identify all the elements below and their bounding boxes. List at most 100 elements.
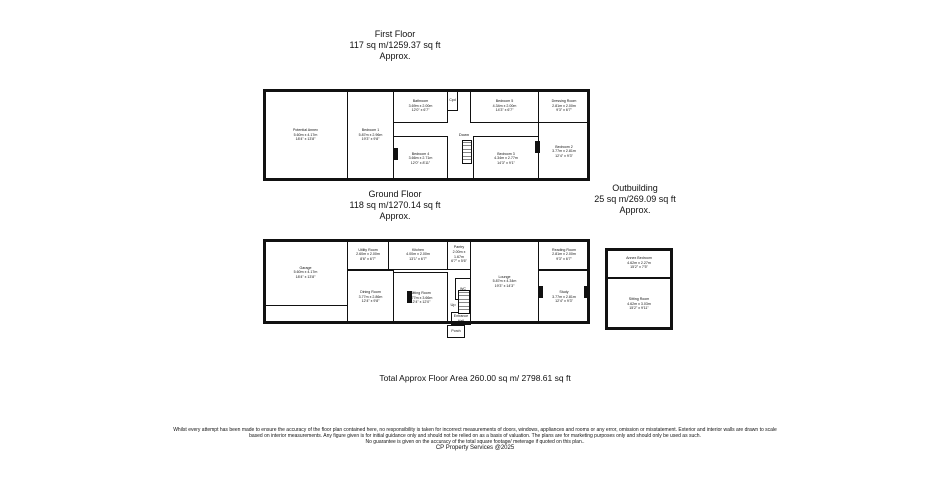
room-metric: 3.77m x 2.86m: [358, 294, 383, 299]
room-imperial: 6'7" x 5'6": [451, 259, 467, 264]
room-imperial: 12'0" x 8'11": [410, 160, 431, 165]
room-metric: 4.62m x 3.03m: [627, 301, 651, 306]
room-metric: 4.62m x 2.27m: [627, 260, 651, 265]
total-area: Total Approx Floor Area 260.00 sq m/ 279…: [379, 373, 571, 383]
room-metric: 4.34m x 2.00m: [492, 103, 517, 108]
room-name: Utility Room: [358, 247, 378, 252]
chimney-breast: [538, 286, 543, 298]
room-name: Entrance Hall: [453, 313, 469, 323]
disclaimer-line-2: based on interior measurements. Any figu…: [249, 433, 701, 439]
room-imperial: 12'4" x 9'3": [555, 299, 573, 304]
outbuilding-title: Outbuilding: [612, 183, 658, 193]
room-imperial: 14'3" x 9'1": [497, 160, 515, 165]
first-floor-approx: Approx.: [379, 51, 411, 61]
chimney-breast: [535, 141, 540, 153]
room-name: WC: [460, 286, 466, 291]
room-name: Study: [559, 290, 569, 295]
room-metric: 5.87m x 2.96m: [358, 132, 383, 137]
room-name: Garage: [299, 265, 312, 270]
room-imperial: 9'3" x 6'7": [556, 256, 572, 261]
room-imperial: 18'4" x 13'8": [295, 274, 316, 279]
room-name: Porch: [451, 329, 461, 334]
room-imperial: 13'1" x 6'7": [409, 256, 427, 261]
chimney-breast: [407, 291, 412, 303]
room-name: Cpd: [449, 97, 456, 102]
stairs: [462, 140, 472, 164]
room-name: Lounge: [498, 274, 511, 279]
room-imperial: 19'3" x 14'3": [494, 283, 515, 288]
room-metric: 4.34m x 2.77m: [494, 156, 518, 161]
room-imperial: 15'2" x 9'11": [629, 306, 649, 311]
ground-floor-title: Ground Floor: [368, 189, 422, 199]
room-metric: 5.60m x 4.17m: [293, 132, 318, 137]
outbuilding-area: 25 sq m/269.09 sq ft: [594, 194, 676, 204]
room-name: Kitchen: [412, 247, 424, 252]
disclaimer-line-1: Whilst every attempt has been made to en…: [173, 427, 777, 433]
room-imperial: 19'3" x 9'8": [361, 137, 380, 142]
room-metric: 3.77m x 2.81m: [552, 294, 576, 299]
room-metric: 2.81m x 2.00m: [552, 252, 576, 257]
ground-floor-area: 118 sq m/1270.14 sq ft: [349, 200, 441, 210]
room-name: Bedroom 2: [555, 144, 573, 149]
outbuilding-plan: [605, 248, 673, 330]
room-imperial: 12'0" x 6'7": [411, 108, 430, 113]
room-name: Dining Room: [360, 290, 381, 295]
first-floor-heading: First Floor 117 sq m/1259.37 sq ft Appro…: [320, 29, 470, 62]
company-credit: CP Property Services @2025: [435, 445, 515, 451]
chimney-breast: [584, 286, 589, 298]
stairs-label: Up: [450, 302, 456, 307]
outbuilding-approx: Approx.: [619, 205, 651, 215]
room-metric: 3.77m x 3.66m: [408, 295, 433, 300]
room-name: Bedroom 3: [497, 151, 515, 156]
disclaimer: Whilst every attempt has been made to en…: [160, 427, 790, 452]
room-metric: 2.00m x 1.67m: [452, 249, 466, 259]
room-porch: Porch: [447, 325, 465, 338]
first-floor-title: First Floor: [374, 29, 416, 39]
room-imperial: 12'4" x 12'0": [410, 300, 431, 305]
room-metric: 3.66m x 2.71m: [408, 156, 433, 161]
room-metric: 3.77m x 2.81m: [552, 149, 576, 154]
stairs-label: Down: [458, 132, 470, 137]
ground-floor-heading: Ground Floor 118 sq m/1270.14 sq ft Appr…: [320, 189, 470, 222]
room-name: Pantry: [453, 245, 465, 250]
first-floor-area: 117 sq m/1259.37 sq ft: [349, 40, 441, 50]
room-imperial: 9'3" x 6'7": [556, 108, 572, 113]
room-imperial: 8'6" x 6'7": [360, 256, 376, 261]
room-metric: 4.00m x 2.00m: [406, 252, 430, 257]
ground-floor-plan: [263, 239, 590, 324]
room-name: Reading Room: [552, 247, 576, 252]
room-metric: 3.69m x 2.00m: [408, 103, 433, 108]
room-imperial: 14'3" x 6'7": [495, 108, 514, 113]
room-name: Bedroom 4: [411, 151, 430, 156]
room-imperial: 18'4" x 13'8": [295, 137, 316, 142]
ground-floor-approx: Approx.: [379, 211, 411, 221]
first-floor-plan: [263, 89, 590, 181]
room-name: Sitting Room: [628, 297, 650, 302]
stairs: [458, 290, 470, 314]
room-metric: 5.60m x 4.17m: [293, 270, 318, 275]
room-metric: 2.60m x 2.00m: [356, 252, 380, 257]
room-metric: 2.81m x 2.00m: [552, 103, 576, 108]
room-name: Bathroom: [412, 99, 429, 104]
room-imperial: 12'4" x 9'3": [555, 153, 573, 158]
room-name: Sitting Room: [410, 291, 431, 296]
disclaimer-line-3: No guarantee is given on the accuracy of…: [365, 439, 585, 445]
chimney-breast: [393, 148, 398, 160]
outbuilding-heading: Outbuilding 25 sq m/269.09 sq ft Approx.: [575, 183, 695, 216]
room-name: Bedroom 5: [495, 99, 514, 104]
room-imperial: 15'2" x 7'5": [630, 265, 648, 270]
